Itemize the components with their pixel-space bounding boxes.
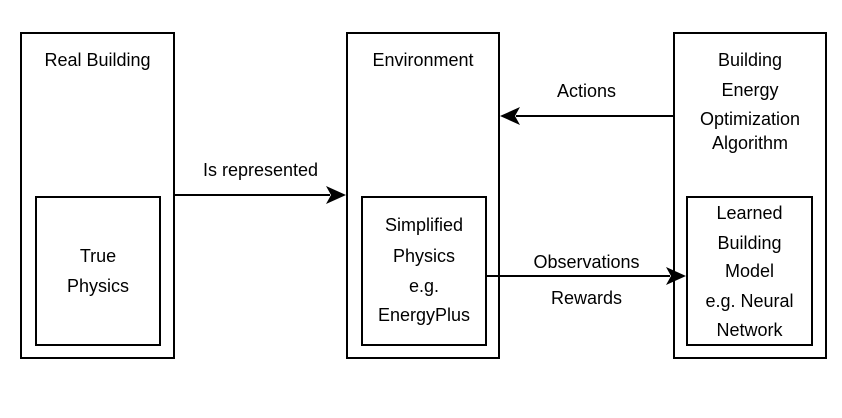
rewards-label: Rewards <box>550 288 623 308</box>
observations-label: Observations <box>533 252 640 272</box>
is-represented-arrow <box>175 186 346 204</box>
real-building-title: Real Building <box>44 50 151 70</box>
learned-model-line-4: e.g. Neural <box>705 291 794 311</box>
true-physics-node <box>35 196 161 346</box>
algorithm-title-line-4: Algorithm <box>711 133 789 153</box>
learned-model-line-2: Building <box>717 233 782 253</box>
learned-model-line-5: Network <box>716 320 783 340</box>
algorithm-title-line-3: Optimization <box>699 109 801 129</box>
simplified-physics-line-1: Simplified <box>384 215 464 235</box>
learned-model-line-3: Model <box>724 261 775 281</box>
simplified-physics-node <box>361 196 487 346</box>
is-represented-label: Is represented <box>202 160 319 180</box>
observations-rewards-arrow <box>487 267 686 285</box>
learned-model-node <box>686 196 813 346</box>
true-physics-line-1: True <box>79 246 117 266</box>
algorithm-title-line-2: Energy <box>721 80 779 100</box>
learned-model-line-1: Learned <box>716 203 783 223</box>
actions-arrow <box>500 107 673 125</box>
actions-label: Actions <box>556 81 617 101</box>
simplified-physics-line-4: EnergyPlus <box>377 305 471 325</box>
simplified-physics-line-2: Physics <box>392 246 455 266</box>
simplified-physics-line-3: e.g. <box>408 276 440 296</box>
algorithm-title-line-1: Building <box>717 50 783 70</box>
true-physics-line-2: Physics <box>66 276 129 296</box>
environment-title: Environment <box>372 50 474 70</box>
